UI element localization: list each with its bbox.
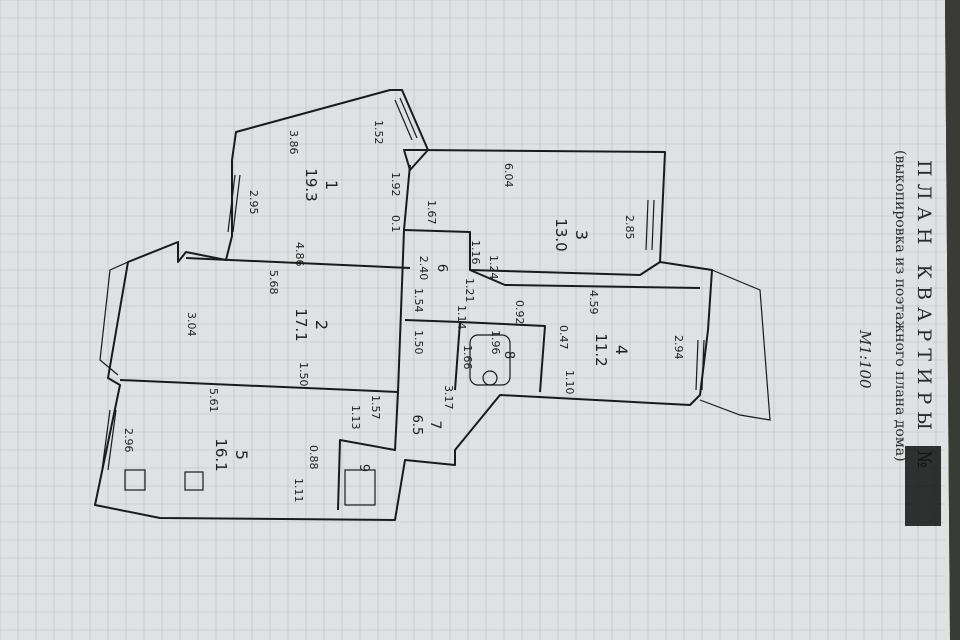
room-9-area: 2.40 <box>417 256 430 281</box>
dim-label: 1.11 <box>292 478 305 503</box>
dim-label: 1.16 <box>469 240 482 265</box>
plan-subtitle: (выкопировка из поэтажного плана дома) <box>892 150 908 462</box>
dim-label: 1.50 <box>412 330 425 355</box>
wall-room4 <box>469 269 701 289</box>
dim-label: 1.96 <box>489 330 502 355</box>
dim-label: 3.04 <box>185 312 198 337</box>
room-5-number: 5 <box>232 450 251 460</box>
dim-label: 4.86 <box>293 242 306 267</box>
dim-label: 2.96 <box>122 428 135 453</box>
plan-scale: М1:100 <box>856 329 874 389</box>
room-9-number: 9 <box>356 464 371 472</box>
dim-label: 1.52 <box>372 120 385 145</box>
wall-wc <box>459 321 546 393</box>
dim-label: 2.95 <box>247 190 260 215</box>
dim-label: 6.04 <box>502 163 515 188</box>
wall-room3 <box>403 164 661 276</box>
room-5-area: 16.1 <box>212 438 230 471</box>
plan-title: ПЛАН КВАРТИРЫ № <box>913 160 935 475</box>
wc-box <box>344 469 376 506</box>
dim-label: 1.21 <box>463 278 476 303</box>
dim-label: 1.13 <box>349 405 362 430</box>
dim-label: 0.88 <box>307 445 320 470</box>
room-7-number: 7 <box>427 421 443 430</box>
dim-label: 3.86 <box>287 130 300 155</box>
wall-room2-room5 <box>119 379 399 393</box>
window-room4 <box>695 339 705 391</box>
dimension-labels: 3.86 1.52 2.95 1.92 4.86 6.04 2.85 1.67 … <box>122 120 685 503</box>
window-room5 <box>101 409 117 471</box>
table-edge <box>945 0 960 640</box>
room-4-area: 11.2 <box>592 333 610 366</box>
dim-label: 5.61 <box>207 388 220 413</box>
dim-label: 0.47 <box>557 325 570 350</box>
room-3-area: 13.0 <box>552 218 570 251</box>
room-6-number: 6 <box>434 264 449 272</box>
room-4-number: 4 <box>612 345 631 355</box>
room-1-number: 1 <box>322 180 341 190</box>
dim-label: 1.92 <box>389 172 402 197</box>
wall-corridor <box>397 229 405 393</box>
balcony-left <box>99 261 129 376</box>
balcony-right <box>699 269 771 421</box>
room-7-area: 6.5 <box>409 415 424 436</box>
window-room3 <box>645 199 655 251</box>
stove <box>124 469 146 491</box>
window-room1 <box>227 174 241 233</box>
apartment-number-redacted <box>905 446 941 526</box>
dim-label: 2.85 <box>623 215 636 240</box>
outer-wall <box>94 89 713 521</box>
dim-label: 5.68 <box>267 270 280 295</box>
room-2-number: 2 <box>312 320 331 330</box>
dim-label: 1.10 <box>563 370 576 395</box>
dim-label: 1.67 <box>425 200 438 225</box>
room-1-area: 19.3 <box>302 168 320 201</box>
dim-label: 2.94 <box>672 335 685 360</box>
dim-label: 1.14 <box>455 305 468 330</box>
dim-label: 1.50 <box>297 362 310 387</box>
room-8-number: 8 <box>501 351 516 359</box>
room-3-number: 3 <box>572 230 591 240</box>
dim-label: 4.59 <box>587 290 600 315</box>
dim-label: 0.92 <box>513 300 526 325</box>
toilet <box>482 370 498 386</box>
floor-plan <box>94 89 771 521</box>
dim-label: 1.57 <box>369 395 382 420</box>
dim-label: 1.54 <box>412 288 425 313</box>
dim-label: 0.1 <box>389 215 402 233</box>
room-2-area: 17.1 <box>292 308 310 341</box>
dim-label: 1.24 <box>487 255 500 280</box>
sink <box>184 471 204 491</box>
header-block: ПЛАН КВАРТИРЫ № (выкопировка из поэтажно… <box>856 150 941 526</box>
window-room1-top <box>394 97 418 141</box>
dim-label: 3.17 <box>442 385 455 410</box>
room-labels: 1 19.3 3 13.0 2 17.1 4 11.2 5 16.1 6 2.4… <box>212 168 631 472</box>
dim-label: 1.66 <box>461 345 474 370</box>
wall-room1-room2 <box>185 257 411 269</box>
wall-room7 <box>337 391 399 511</box>
